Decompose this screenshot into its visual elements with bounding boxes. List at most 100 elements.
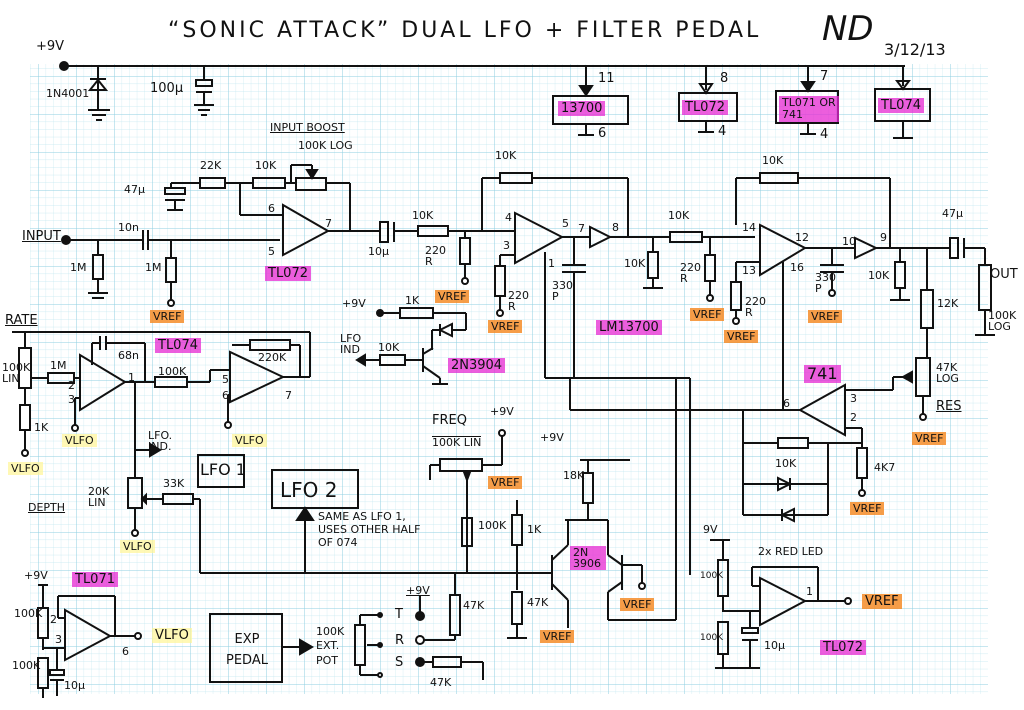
- led-note: 2x RED LED: [758, 545, 824, 558]
- vref-label: VREF: [150, 310, 185, 323]
- vref-label: VREF: [724, 330, 759, 343]
- vref-r1-label: 100K: [700, 571, 724, 581]
- r-10k-mid-label: 10K: [668, 209, 690, 222]
- r-12k-label: 12K: [937, 297, 959, 310]
- vref-supply-label: 9V: [703, 523, 718, 536]
- r-input-1m-b: 1M: [145, 261, 162, 274]
- pin-label: 2: [68, 379, 75, 392]
- vref-label: VREF: [620, 598, 655, 611]
- pin-label: 2: [50, 613, 57, 626]
- ext-pot-label: 100K EXT. POT: [316, 625, 345, 667]
- output-label: OUT: [990, 267, 1018, 282]
- vlfo-supply-label: +9V: [24, 569, 48, 582]
- r-input-1m-a: 1M: [70, 261, 87, 274]
- r-10k-boost-label: 10K: [255, 159, 277, 172]
- ic1-label: 13700: [558, 101, 606, 116]
- schematic-title: “SONIC ATTACK” DUAL LFO + FILTER PEDAL: [168, 18, 762, 43]
- ic2-vcc-pin: 8: [720, 71, 729, 86]
- supply-label: +9V: [36, 39, 65, 54]
- cap-330p-label: 330 P: [552, 279, 573, 303]
- r-in-label: 10K: [412, 209, 434, 222]
- transistor-label: 2N3904: [448, 358, 506, 373]
- pin-label: 3: [68, 393, 75, 406]
- pin-label: 3: [850, 392, 857, 405]
- freq-r-100k-label: 100K: [478, 519, 507, 532]
- res-label: RES: [936, 399, 962, 414]
- r-33k-label: 33K: [163, 477, 185, 490]
- c-68n-label: 68n: [118, 349, 139, 362]
- input-cap-label: 10n: [118, 221, 139, 234]
- pin-label: 6: [222, 389, 229, 402]
- rate-label: RATE: [5, 313, 38, 328]
- jack-sleeve-label: S: [395, 655, 404, 670]
- r-100k-label: 100K: [158, 365, 187, 378]
- pin-label: 13: [742, 264, 756, 277]
- transistor-pair-label: 2N 3906: [570, 546, 606, 570]
- input-boost-title: INPUT BOOST: [270, 121, 345, 134]
- lfo1-block: LFO 1: [200, 460, 246, 479]
- freq-r-47k-label: 47K: [527, 596, 549, 609]
- vref-label: VREF: [912, 432, 947, 445]
- boost-cap-label: 47µ: [124, 183, 145, 196]
- vlfo-label: VLFO: [120, 540, 155, 553]
- lfo2-note: SAME AS LFO 1, USES OTHER HALF OF 074: [318, 510, 421, 550]
- ic2-label: TL072: [682, 100, 728, 115]
- vlfo-output-label: VLFO: [152, 628, 192, 643]
- pin-label: 6: [268, 202, 275, 215]
- ic4-label: TL074: [878, 98, 924, 113]
- vlfo-label: VLFO: [62, 434, 97, 447]
- vlfo-r1-label: 100K: [14, 607, 43, 620]
- pin-label: 9: [880, 231, 887, 244]
- supply-cap-label: 100µ: [150, 81, 184, 96]
- vref-output-label: VREF: [862, 594, 902, 609]
- pin-label: 7: [325, 217, 332, 230]
- r-fb1-label: 10K: [495, 149, 517, 162]
- vref-label: VREF: [488, 476, 523, 489]
- freq-r-1k-label: 1K: [527, 523, 542, 536]
- res-fb-resistor-label: 10K: [775, 457, 797, 470]
- freq-r-47k-label: 47K: [463, 599, 485, 612]
- rate-pot-label: 100K LIN: [2, 361, 31, 385]
- pin-label: 5: [222, 373, 229, 386]
- exp-supply-label: +9V: [406, 584, 430, 597]
- vref-label: VREF: [850, 502, 885, 515]
- vlfo-ic-label: TL071: [72, 572, 118, 587]
- pin-label: 3: [55, 633, 62, 646]
- depth-pot-label: 20K LIN: [88, 485, 110, 509]
- r-220-label: 220 R: [745, 295, 766, 319]
- ic1-vcc-pin: 11: [598, 71, 615, 86]
- pin-label: 5: [562, 217, 569, 230]
- r-220-label: 220 R: [508, 289, 529, 313]
- r-18k-label: 18K: [563, 469, 585, 482]
- freq-supply2-label: +9V: [540, 431, 564, 444]
- volume-pot-label: 100K LOG: [988, 309, 1017, 333]
- ic3-gnd-pin: 4: [820, 127, 829, 142]
- r-fb2-label: 10K: [762, 154, 784, 167]
- ota-ic-label: LM13700: [596, 320, 662, 335]
- freq-pot-label: 100K LIN: [432, 436, 482, 449]
- ic1-gnd-pin: 6: [598, 126, 607, 141]
- vref-cap-label: 10µ: [764, 639, 785, 652]
- pin-label: 16: [790, 261, 804, 274]
- r-22k-label: 22K: [200, 159, 222, 172]
- pin-label: 3: [503, 239, 510, 252]
- pin-label: 1: [128, 371, 135, 384]
- input-ic-label: TL072: [265, 266, 311, 281]
- jack-tip-label: T: [395, 607, 403, 622]
- vref-r2-label: 100K: [700, 633, 724, 643]
- ic2-gnd-pin: 4: [718, 124, 727, 139]
- pin-label: 12: [795, 231, 809, 244]
- depth-label: DEPTH: [28, 501, 66, 514]
- coupling-cap-label: 10µ: [368, 245, 389, 258]
- vlfo-label: VLFO: [8, 462, 43, 475]
- boost-pot-label: 100K LOG: [298, 139, 353, 152]
- jack-ring-label: R: [395, 633, 405, 648]
- pin-label: 10: [842, 235, 856, 248]
- r-1k-label: 1K: [34, 421, 49, 434]
- pin-label: 2: [850, 411, 857, 424]
- vref-label: VREF: [488, 320, 523, 333]
- ic3-vcc-pin: 7: [820, 69, 829, 84]
- vref-label: VREF: [808, 310, 843, 323]
- pin-label: 6: [783, 397, 790, 410]
- r-220-label: 220 R: [680, 261, 701, 285]
